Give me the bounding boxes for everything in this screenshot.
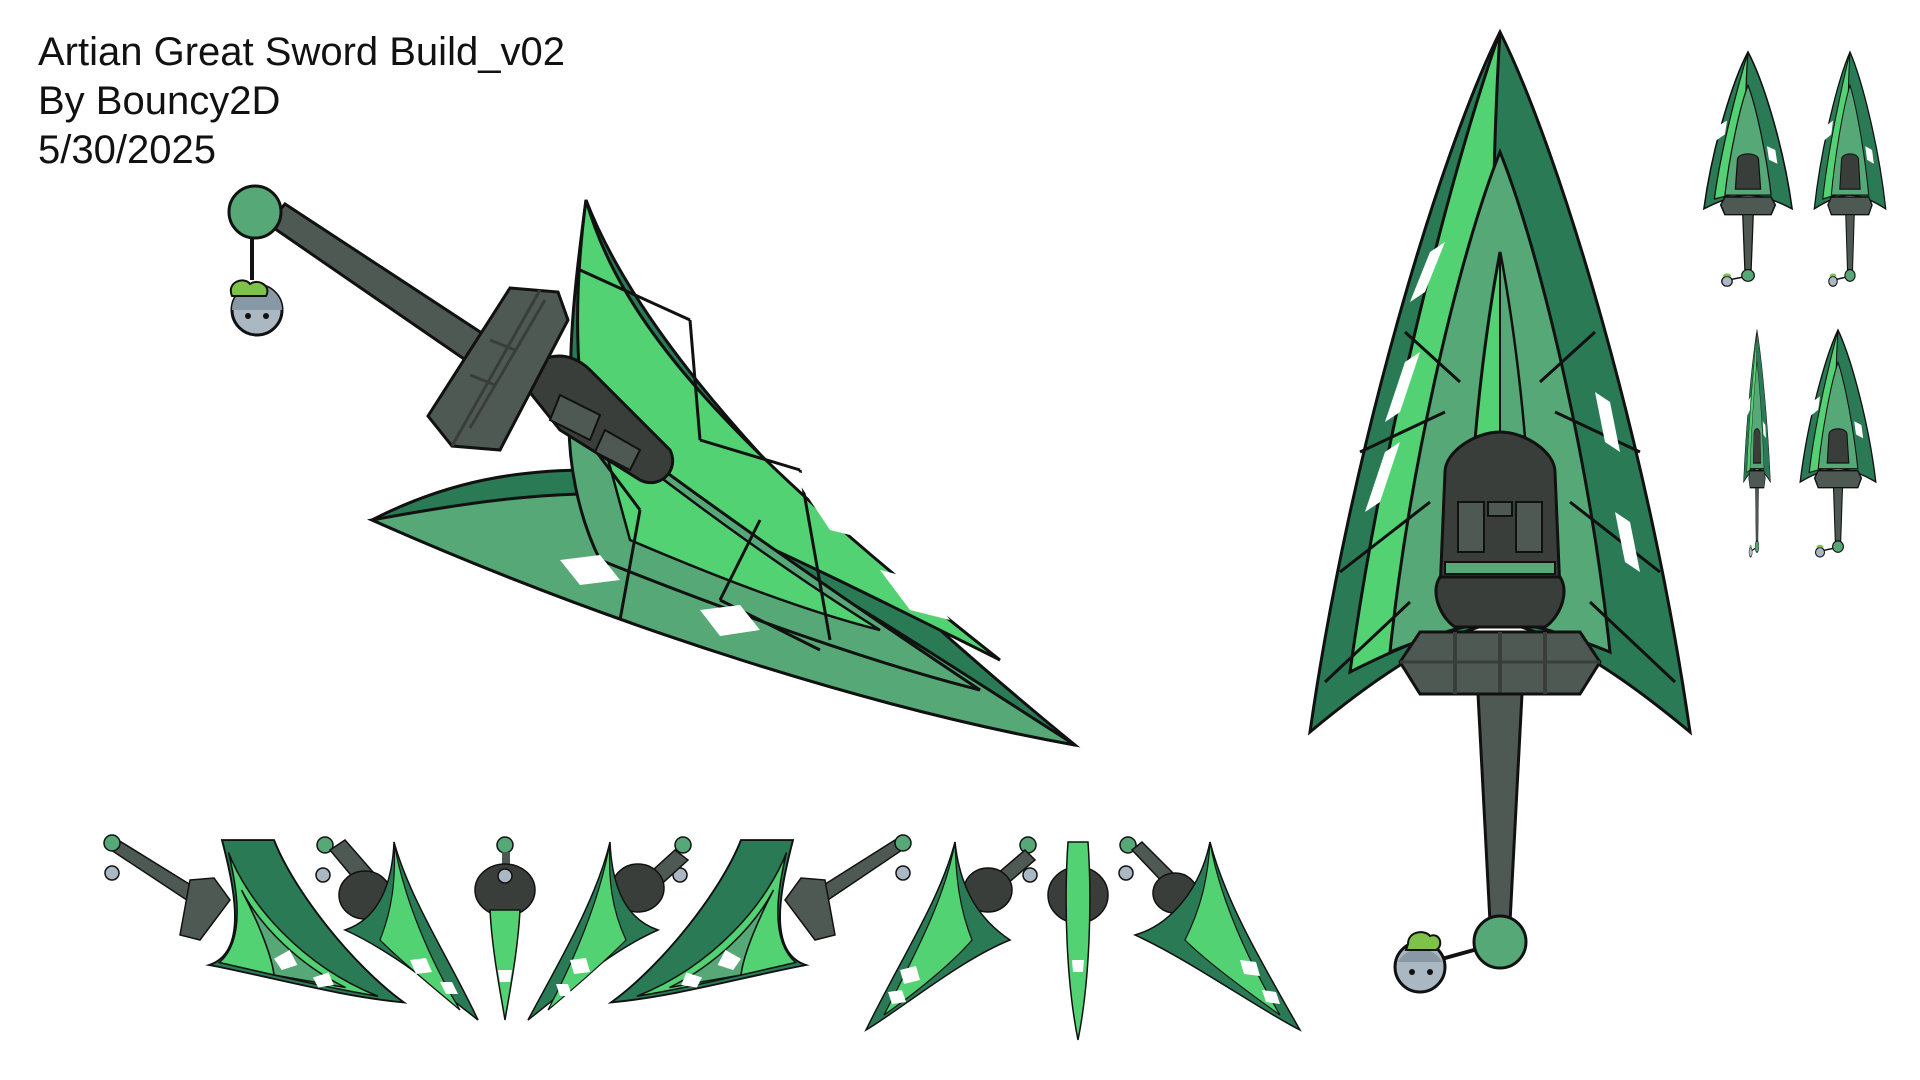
turnaround-view-5 <box>610 834 912 1004</box>
turnaround-view-3 <box>474 836 536 1021</box>
turnaround-view-8 <box>1118 836 1302 1032</box>
charm-icon <box>229 279 284 337</box>
turnaround-strip <box>103 834 1302 1041</box>
turnaround-view-4 <box>527 836 692 1021</box>
turnaround-view-2 <box>315 836 479 1021</box>
thumbnail-back <box>1799 329 1877 558</box>
sheet-title: Artian Great Sword Build_v02 <box>38 30 565 74</box>
thumbnail-three-quarter <box>1813 51 1887 287</box>
thumbnail-front <box>1703 51 1793 288</box>
sheet-header: Artian Great Sword Build_v02 By Bouncy2D… <box>38 28 565 175</box>
thumbnail-side <box>1742 329 1772 558</box>
sheet-author: By Bouncy2D <box>38 79 281 123</box>
main-diagonal-sword <box>227 184 1081 748</box>
turnaround-view-7 <box>1047 841 1109 1041</box>
turnaround-view-6 <box>864 836 1038 1032</box>
thumbnail-grid <box>1703 51 1887 558</box>
front-vertical-sword <box>1310 32 1690 992</box>
sheet-date: 5/30/2025 <box>38 128 216 172</box>
turnaround-view-1 <box>103 834 405 1004</box>
